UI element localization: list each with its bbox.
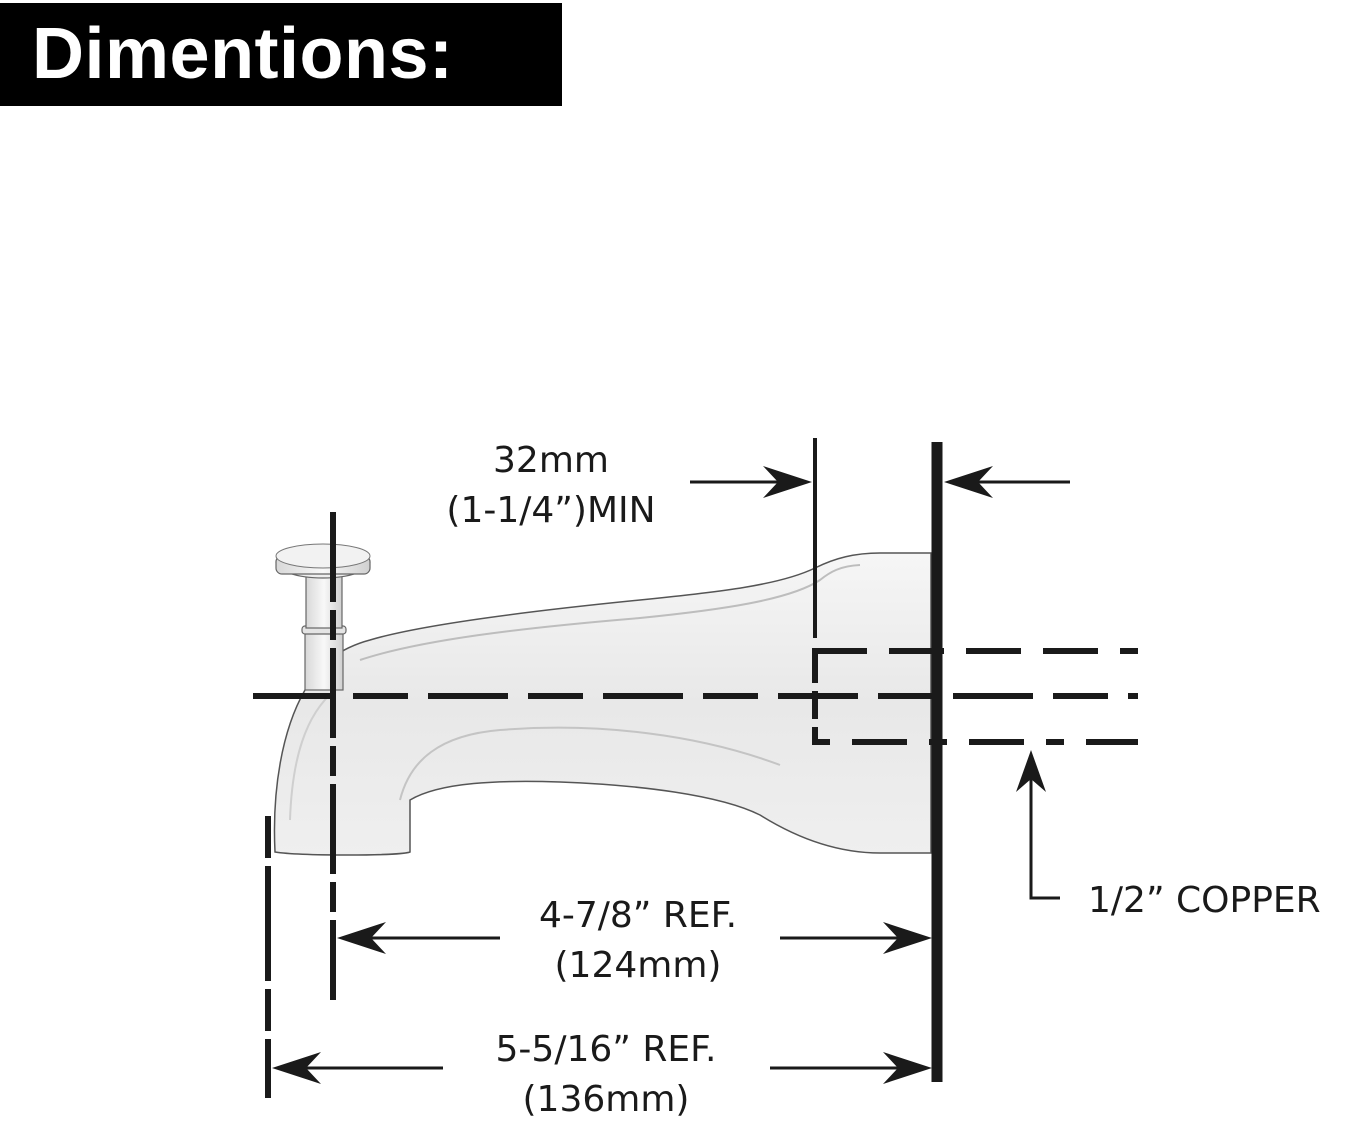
centerline-to-wall-label-mm: (124mm) [555, 945, 722, 986]
dim-5-5-16-arrow-left [272, 1052, 443, 1084]
dim-5-5-16-arrow-right [770, 1052, 932, 1084]
min-insertion-arrow-left [690, 466, 812, 498]
page-title: Dimentions: [0, 3, 562, 106]
dim-4-7-8-arrow-left [337, 922, 500, 954]
min-insertion-arrow-right [944, 466, 1070, 498]
tip-to-wall-label-mm: (136mm) [523, 1079, 690, 1120]
copper-pipe-outline [812, 648, 1138, 745]
min-insertion-label-inch: (1-1/4”)MIN [446, 490, 655, 531]
tip-to-wall-label-inch: 5-5/16” REF. [496, 1029, 717, 1070]
min-insertion-label-mm: 32mm [493, 440, 609, 481]
centerline-to-wall-label-inch: 4-7/8” REF. [539, 895, 737, 936]
copper-pipe-label: 1/2” COPPER [1088, 880, 1321, 921]
spout-body [273, 552, 932, 856]
dim-4-7-8-arrow-right [780, 922, 932, 954]
copper-leader-arrow [1016, 750, 1060, 900]
